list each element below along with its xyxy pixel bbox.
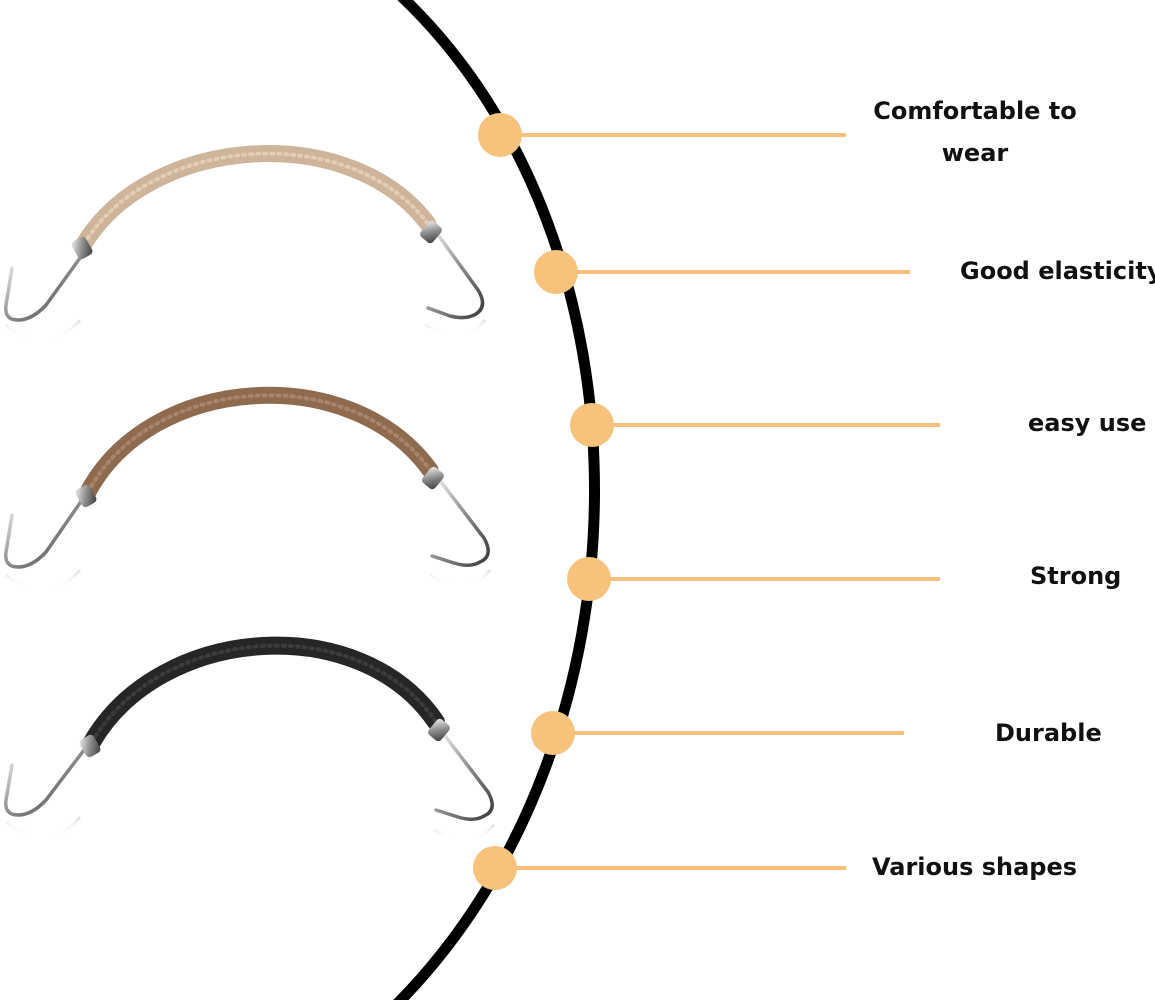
marker-dot — [473, 846, 517, 890]
beige-hair-bungee-image — [4, 145, 487, 341]
feature-label-durable: Durable — [995, 719, 1102, 747]
marker-dot — [567, 557, 611, 601]
marker-dot — [478, 113, 522, 157]
connector-lines — [495, 133, 940, 870]
marker-dot — [534, 250, 578, 294]
marker-dot — [531, 711, 575, 755]
arc-markers — [473, 113, 614, 890]
feature-label-comfortable: Comfortable to wear — [873, 97, 1077, 167]
feature-label-strong: Strong — [1030, 562, 1122, 590]
feature-label-various-shapes: Various shapes — [872, 853, 1078, 881]
feature-label-elasticity: Good elasticity — [960, 257, 1155, 285]
feature-label-easy-use: easy use — [1028, 409, 1147, 437]
black-hair-bungee-image — [4, 636, 496, 843]
brown-hair-bungee-image — [4, 386, 492, 591]
marker-dot — [570, 403, 614, 447]
